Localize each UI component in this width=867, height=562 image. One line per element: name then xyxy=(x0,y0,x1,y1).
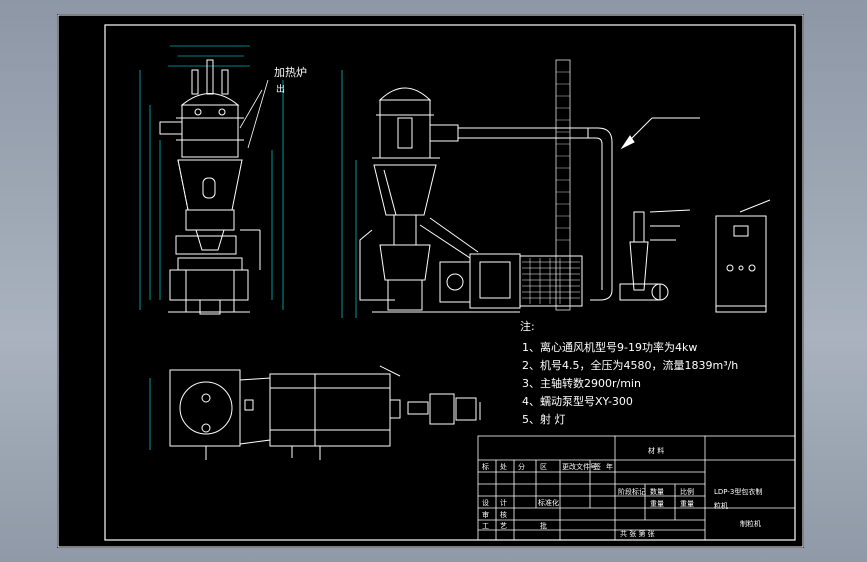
tb-r1c4: 阶段标记 xyxy=(618,487,646,496)
tb-material: 材 料 xyxy=(648,446,664,455)
tb-r3c1: 艺 xyxy=(500,522,507,530)
side-view xyxy=(341,70,589,318)
notes-block: 注: 1、离心通风机型号9-19功率为4kw 2、机号4.5，全压为4580，流… xyxy=(520,319,738,426)
tb-r0c5: 签 xyxy=(594,462,601,471)
tb-r0c2: 分 xyxy=(518,462,525,471)
tb-product-line1: LDP-3型包衣制 xyxy=(714,487,762,496)
tb-r3c3: 批 xyxy=(540,521,547,530)
note-4: 4、蠕动泵型号XY-300 xyxy=(522,394,633,408)
tb-r3c0: 工 xyxy=(482,522,489,530)
tb-r1c6: 比例 xyxy=(680,487,694,496)
tb-r1c5: 数量 xyxy=(650,487,664,496)
note-3: 3、主轴转数2900r/min xyxy=(522,376,641,390)
tb-r2c5: 重量 xyxy=(650,500,664,508)
inner-border xyxy=(104,24,796,541)
tb-r2c1: 核 xyxy=(500,510,507,519)
cyclone-unit xyxy=(619,209,691,301)
outer-border xyxy=(57,14,804,548)
tb-r2c6: 重量 xyxy=(680,500,694,508)
note-2: 2、机号4.5，全压为4580，流量1839m³/h xyxy=(522,358,738,372)
tb-r1c2: 标准化 xyxy=(538,498,559,507)
tb-product-line2: 粒机 xyxy=(714,501,728,510)
title-block-text: 材 料 LDP-3型包衣制 粒机 制粒机 标 处 分 区 更改文件号 签 年 设… xyxy=(482,446,762,538)
tb-r1c0: 设 xyxy=(482,498,489,507)
tb-r3c4: 共 张 第 张 xyxy=(620,529,655,538)
tb-r0c4: 更改文件号 xyxy=(562,462,597,471)
chimney xyxy=(555,59,571,311)
note-5: 5、射 灯 xyxy=(522,412,566,426)
plan-view xyxy=(149,365,481,460)
note-1: 1、离心通风机型号9-19功率为4kw xyxy=(522,340,697,354)
tb-r0c6: 年 xyxy=(606,462,613,471)
tb-r0c3: 区 xyxy=(540,463,547,471)
front-view xyxy=(139,45,284,315)
tb-r0c1: 处 xyxy=(500,462,507,471)
tb-product-line3: 制粒机 xyxy=(740,519,761,528)
tb-r0c0: 标 xyxy=(482,462,489,471)
label-heating-b: 出 xyxy=(276,83,285,95)
notes-title: 注: xyxy=(520,319,535,333)
title-block xyxy=(477,435,796,541)
exhaust-pipe xyxy=(570,117,700,301)
tb-r2c0: 审 xyxy=(482,510,489,519)
tb-r1c1: 计 xyxy=(500,498,507,507)
control-cabinet xyxy=(715,199,771,313)
label-heating: 加热炉 xyxy=(274,66,307,79)
drawing-sheet xyxy=(57,14,804,548)
